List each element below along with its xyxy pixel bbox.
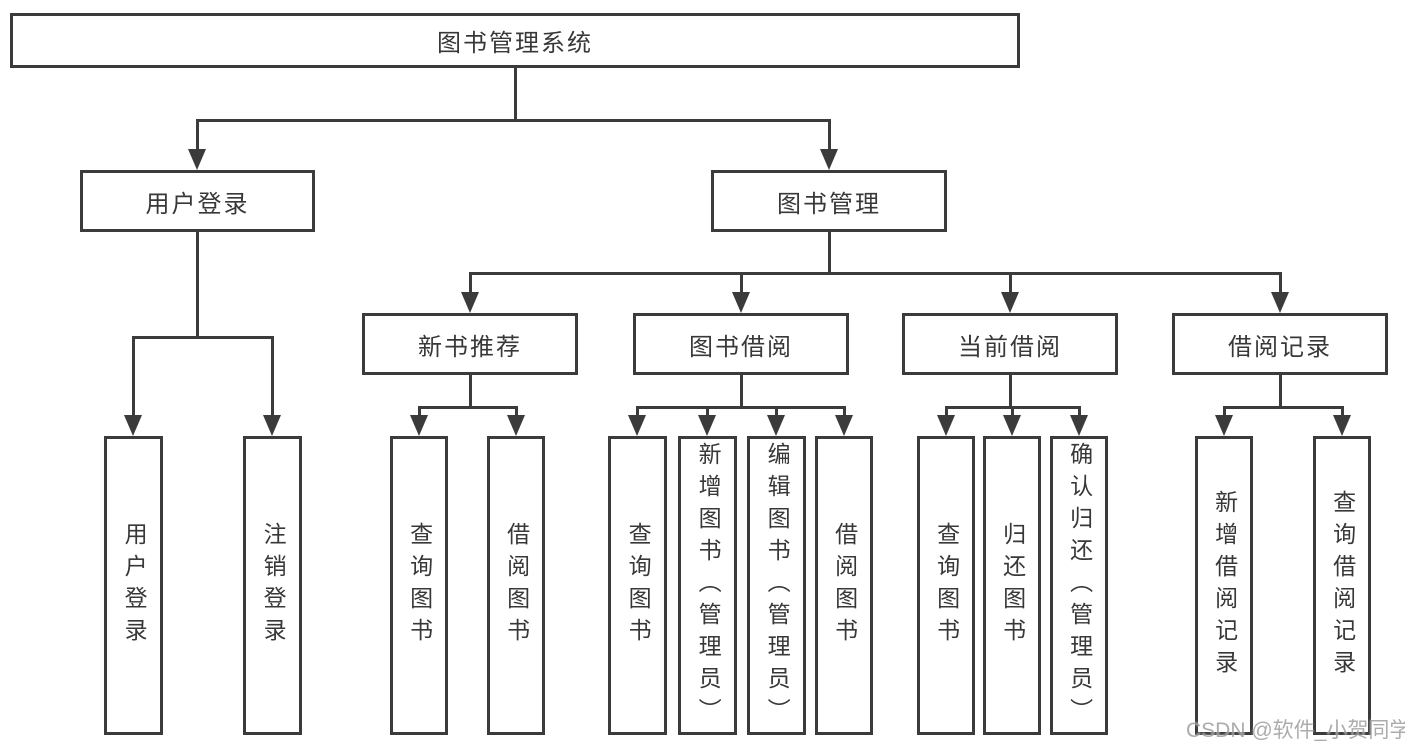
connector-line [739, 272, 743, 296]
node-label: 图书管理 [777, 190, 881, 218]
leaf-return-book: 归还图书 [983, 436, 1041, 735]
arrow-down-icon [1070, 415, 1088, 436]
arrow-down-icon [1271, 292, 1289, 313]
connector-line [1008, 272, 1012, 296]
node-borrowing-records: 借阅记录 [1172, 313, 1388, 375]
node-new-book-recommend: 新书推荐 [362, 313, 578, 375]
arrow-down-icon [188, 149, 206, 170]
connector-line [1010, 406, 1014, 419]
node-label: 新书推荐 [418, 333, 522, 361]
leaf-label: 编辑图书（管理员） [764, 441, 791, 730]
connector-line [195, 119, 199, 153]
arrow-down-icon [507, 415, 525, 436]
connector-line [418, 406, 518, 409]
leaf-label: 确认归还（管理员） [1066, 441, 1093, 730]
connector-line [1223, 406, 1344, 409]
connector-line [132, 336, 274, 339]
leaf-user-login: 用户登录 [104, 436, 163, 735]
leaf-query-books: 查询图书 [917, 436, 975, 735]
arrow-down-icon [1333, 415, 1351, 436]
arrow-down-icon [263, 415, 281, 436]
leaf-edit-book-admin: 编辑图书（管理员） [747, 436, 806, 735]
leaf-label: 查询图书 [625, 521, 652, 650]
arrow-down-icon [1001, 292, 1019, 313]
node-label: 图书管理系统 [437, 30, 593, 57]
leaf-borrow-books: 借阅图书 [487, 436, 545, 735]
arrow-down-icon [124, 415, 142, 436]
leaf-add-book-admin: 新增图书（管理员） [678, 436, 737, 735]
arrow-down-icon [820, 149, 838, 170]
connector-line [944, 406, 948, 419]
arrow-down-icon [1215, 415, 1233, 436]
connector-line [196, 119, 831, 122]
connector-line [842, 406, 846, 419]
connector-line [1278, 272, 1282, 296]
arrow-down-icon [835, 415, 853, 436]
connector-line [945, 406, 1081, 409]
connector-line [1222, 406, 1226, 419]
connector-line [468, 375, 472, 409]
node-label: 借阅记录 [1228, 333, 1332, 361]
leaf-confirm-return-admin: 确认归还（管理员） [1050, 436, 1108, 735]
node-book-management: 图书管理 [711, 170, 947, 232]
connector-line [827, 232, 831, 275]
connector-line [1340, 406, 1344, 419]
leaf-label: 新增借阅记录 [1211, 489, 1238, 682]
arrow-down-icon [937, 415, 955, 436]
connector-line [636, 406, 846, 409]
leaf-label: 归还图书 [999, 521, 1026, 650]
leaf-query-books: 查询图书 [608, 436, 667, 735]
node-book-borrowing: 图书借阅 [633, 313, 849, 375]
connector-line [195, 232, 199, 339]
arrow-down-icon [698, 415, 716, 436]
leaf-label: 注销登录 [260, 521, 287, 650]
leaf-label: 新增图书（管理员） [695, 441, 722, 730]
connector-line [827, 119, 831, 153]
connector-line [705, 406, 709, 419]
leaf-borrow-books: 借阅图书 [815, 436, 873, 735]
connector-line [417, 406, 421, 419]
watermark: CSDN @软件_小贺同学 [1186, 719, 1405, 742]
node-current-borrowing: 当前借阅 [902, 313, 1118, 375]
arrow-down-icon [767, 415, 785, 436]
node-label: 当前借阅 [958, 333, 1062, 361]
leaf-add-borrow-record: 新增借阅记录 [1195, 436, 1253, 735]
connector-line [469, 272, 1282, 275]
leaf-label: 用户登录 [121, 521, 148, 650]
connector-line [270, 336, 274, 419]
connector-line [1278, 375, 1282, 409]
arrow-down-icon [732, 292, 750, 313]
connector-line [774, 406, 778, 419]
node-library-management-system: 图书管理系统 [10, 13, 1020, 68]
arrow-down-icon [1003, 415, 1021, 436]
connector-line [468, 272, 472, 296]
leaf-query-books: 查询图书 [390, 436, 448, 735]
leaf-query-borrow-record: 查询借阅记录 [1313, 436, 1371, 735]
connector-line [131, 336, 135, 419]
leaf-label: 查询图书 [406, 521, 433, 650]
leaf-logout: 注销登录 [243, 436, 302, 735]
leaf-label: 查询借阅记录 [1329, 489, 1356, 682]
connector-line [1008, 375, 1012, 409]
leaf-label: 借阅图书 [503, 521, 530, 650]
connector-line [514, 406, 518, 419]
connector-line [513, 68, 517, 122]
arrow-down-icon [461, 292, 479, 313]
connector-line [739, 375, 743, 409]
leaf-label: 查询图书 [933, 521, 960, 650]
node-label: 用户登录 [145, 190, 250, 218]
arrow-down-icon [628, 415, 646, 436]
node-label: 图书借阅 [689, 333, 793, 361]
leaf-label: 借阅图书 [831, 521, 858, 650]
arrow-down-icon [410, 415, 428, 436]
node-user-login: 用户登录 [80, 170, 315, 232]
connector-line [1077, 406, 1081, 419]
connector-line [635, 406, 639, 419]
